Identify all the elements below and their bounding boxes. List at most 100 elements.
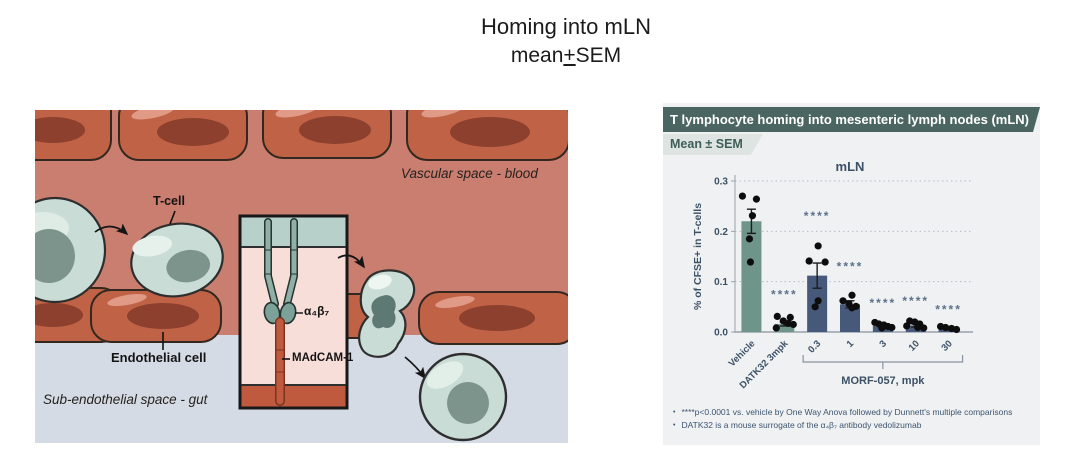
endothelial-nucleus	[35, 117, 85, 143]
y-tick-label: 0.2	[714, 227, 728, 238]
cell-highlight	[426, 361, 464, 389]
footnote-2-text: DATK32 is a mouse surrogate of the α₄β₇ …	[681, 420, 922, 430]
arrow-rolling	[94, 223, 129, 236]
data-point	[814, 297, 822, 305]
slide-title: Homing into mLN mean+SEM	[366, 12, 766, 69]
data-point	[773, 312, 781, 320]
data-point	[805, 257, 813, 265]
plus-minus-underlined: +	[563, 44, 576, 67]
x-tick-label: Vehicle	[727, 338, 758, 369]
x-tick-label: 0.3	[806, 338, 823, 355]
significance-stars: ****	[837, 260, 864, 274]
significance-stars: ****	[935, 302, 962, 316]
madcam1-molecule	[275, 317, 285, 406]
cell-highlight	[131, 110, 175, 120]
sub-endothelial-space-label: Sub-endothelial space - gut	[43, 392, 208, 407]
bullet-icon: •	[673, 422, 676, 429]
t-cell-rolling	[35, 196, 107, 304]
data-point	[821, 258, 829, 266]
data-point	[848, 304, 856, 312]
t-cell-pointer-line	[169, 210, 176, 225]
cell-highlight	[435, 295, 475, 309]
endothelial-cell-label: Endothelial cell	[111, 350, 207, 365]
endothelial-nucleus	[127, 303, 199, 329]
cell-highlight	[275, 110, 319, 118]
data-point	[903, 322, 911, 330]
data-point	[888, 323, 896, 332]
data-point	[941, 323, 950, 332]
data-point	[786, 313, 794, 322]
data-point	[752, 195, 761, 203]
slide-title-line2-prefix: mean	[510, 44, 564, 67]
chart-title: mLN	[836, 159, 865, 174]
data-point	[920, 324, 928, 332]
endothelial-membrane	[241, 385, 346, 407]
data-point	[746, 258, 755, 266]
data-point	[839, 297, 847, 305]
data-point	[811, 303, 819, 311]
data-point	[772, 324, 780, 332]
slide-title-line2-suffix: SEM	[575, 44, 622, 67]
madcam1-label: MAdCAM-1	[292, 352, 354, 364]
top-endothelial-row	[35, 110, 568, 161]
x-tick-label: 3	[877, 338, 889, 350]
homing-diagram-art	[35, 110, 568, 443]
x-tick-label: 1	[845, 338, 857, 350]
slide-title-line1: Homing into mLN	[481, 14, 651, 39]
t-cell-label: T-cell	[153, 194, 185, 208]
y-tick-label: 0.0	[714, 328, 728, 339]
integrin-stalk	[284, 219, 297, 307]
vascular-space-label: Vascular space - blood	[401, 166, 538, 181]
t-cell-gut	[418, 352, 508, 442]
t-cell-transmigrating	[358, 269, 416, 358]
integrin-head-beta7	[279, 301, 297, 325]
footnote-2: • DATK32 is a mouse surrogate of the α₄β₇…	[673, 419, 1033, 432]
endothelial-nucleus	[35, 303, 83, 327]
results-panel: T lymphocyte homing into mesenteric lymp…	[663, 103, 1040, 445]
significance-stars: ****	[902, 294, 929, 308]
integrin-stalk	[265, 219, 278, 307]
t-cell-nucleus	[371, 295, 396, 329]
group-annotation-label: MORF-057, mpk	[841, 375, 925, 387]
arrow-transmigration	[337, 254, 365, 269]
panel-header: T lymphocyte homing into mesenteric lymp…	[663, 107, 1040, 132]
bar-1	[840, 304, 860, 332]
slide-title-line2: mean+SEM	[366, 42, 766, 69]
bar-DATK32 3mpk	[774, 323, 795, 332]
significance-stars: ****	[771, 287, 798, 301]
integrin-head-alpha4	[263, 301, 281, 325]
cell-highlight	[107, 293, 147, 307]
data-point	[878, 324, 886, 332]
data-point	[738, 192, 747, 200]
significance-stars: ****	[804, 209, 831, 223]
footnotes: • ****p<0.0001 vs. vehicle by One Way Ano…	[673, 406, 1033, 432]
t-cell-adhering	[130, 222, 224, 298]
bar-Vehicle	[741, 221, 762, 332]
data-point	[952, 325, 961, 334]
arrow-into-gut	[404, 356, 427, 380]
t-cell-nucleus	[447, 382, 489, 424]
inset-zoom-box	[238, 214, 349, 410]
data-point	[848, 291, 856, 299]
x-tick-label: 10	[907, 338, 922, 353]
homing-diagram: T-cell Vascular space - blood Endothelia…	[35, 110, 568, 443]
mean-sem-tag: Mean ± SEM	[663, 134, 763, 155]
cell-highlight	[132, 235, 172, 257]
endothelial-nucleus	[157, 118, 229, 146]
y-axis-label: % of CFSE+ in T-cells	[692, 203, 704, 310]
endothelial-nucleus	[450, 117, 530, 147]
bullet-icon: •	[673, 409, 676, 416]
y-tick-label: 0.3	[714, 177, 728, 188]
cell-highlight	[421, 110, 465, 118]
data-point	[748, 212, 757, 220]
significance-stars: ****	[870, 296, 897, 310]
endothelial-nucleus	[459, 305, 535, 331]
cell-highlight	[368, 274, 392, 290]
x-tick-label: 30	[939, 338, 954, 353]
data-point	[745, 235, 754, 243]
footnote-1-text: ****p<0.0001 vs. vehicle by One Way Anov…	[681, 407, 1013, 417]
t-cell-nucleus	[166, 249, 211, 283]
footnote-1: • ****p<0.0001 vs. vehicle by One Way Ano…	[673, 406, 1033, 419]
mln-bar-chart: mLN% of CFSE+ in T-cells0.00.10.20.3Vehi…	[692, 159, 973, 391]
